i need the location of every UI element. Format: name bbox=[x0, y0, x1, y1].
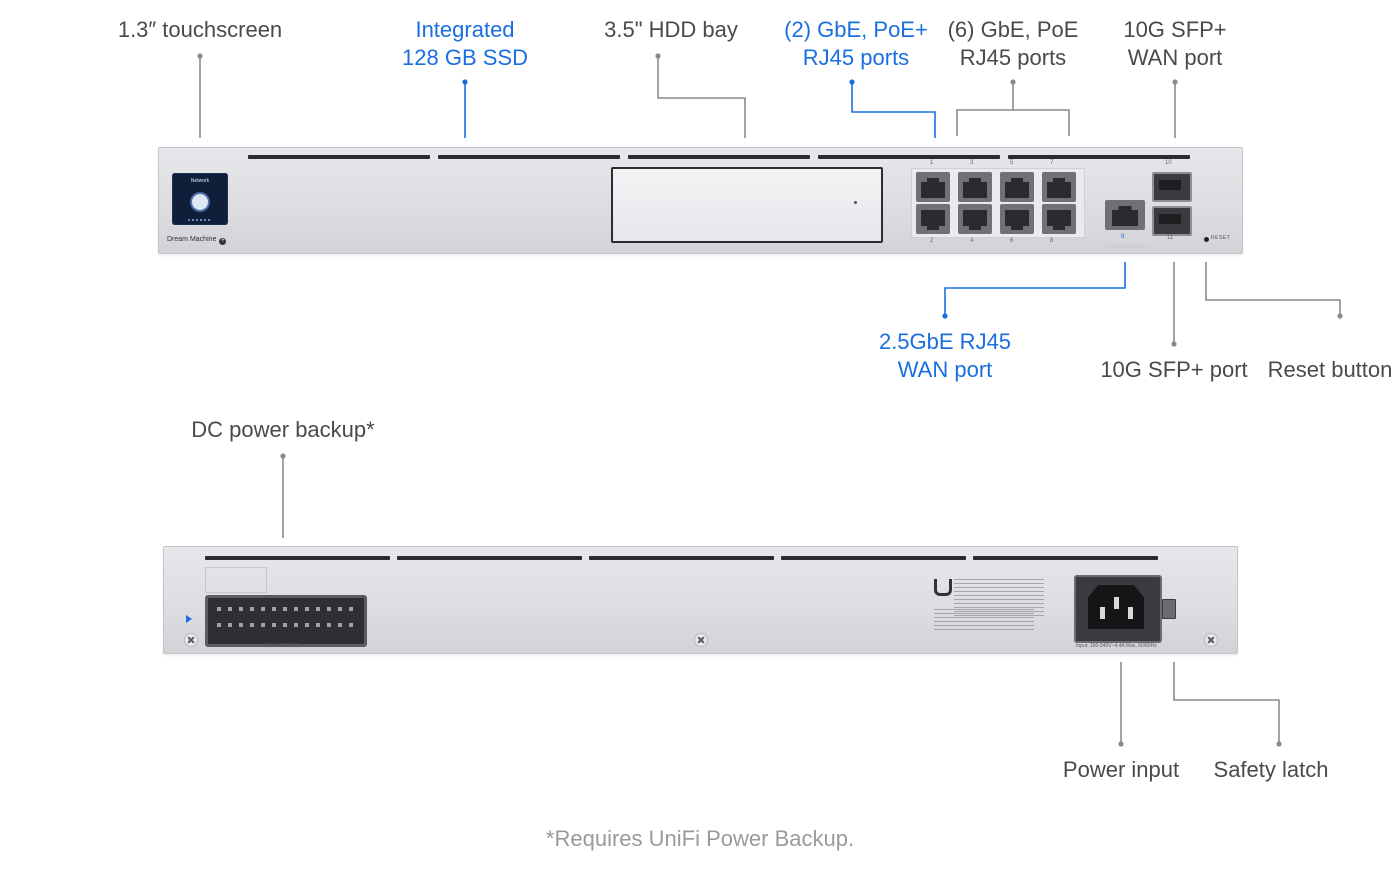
label-ssd: Integrated 128 GB SSD bbox=[402, 17, 528, 70]
ubiquiti-logo-icon: + bbox=[219, 238, 227, 245]
rj45-port-8[interactable] bbox=[1042, 204, 1076, 234]
sfp-port-number: 10 bbox=[1165, 160, 1172, 166]
rear-panel: USP CONNECT Input: 100-240V~4.4A Max, 50… bbox=[163, 546, 1238, 654]
reset-button[interactable] bbox=[1204, 237, 1209, 242]
reset-text: RESET bbox=[1211, 235, 1231, 241]
port-number: 8 bbox=[1050, 238, 1054, 244]
screen-page-indicator bbox=[188, 219, 212, 221]
safety-latch[interactable] bbox=[1162, 599, 1176, 619]
rj45-port-6[interactable] bbox=[1000, 204, 1034, 234]
port-number: 4 bbox=[970, 238, 974, 244]
port-number: 2 bbox=[930, 238, 934, 244]
leader-hdd-bay bbox=[657, 56, 746, 138]
power-rating-text: Input: 100-240V~4.4A Max, 50/60Hz bbox=[1076, 643, 1157, 649]
rj45-port-3[interactable] bbox=[958, 172, 992, 202]
screw-icon bbox=[694, 633, 708, 647]
hdd-led-icon bbox=[854, 201, 857, 204]
port-number: 3 bbox=[970, 160, 974, 166]
touchscreen[interactable]: Network bbox=[172, 173, 228, 225]
port-number: 5 bbox=[1010, 160, 1014, 166]
leader-poe-plus bbox=[851, 82, 936, 138]
ubiquiti-logo-icon bbox=[934, 579, 952, 596]
vent-slot bbox=[628, 155, 810, 159]
dc-connector-pins bbox=[217, 607, 353, 633]
leader-safety-latch bbox=[1173, 662, 1280, 744]
screw-icon bbox=[1204, 633, 1218, 647]
dc-power-connector[interactable] bbox=[205, 595, 367, 647]
screw-icon bbox=[184, 633, 198, 647]
vent-slot bbox=[781, 556, 966, 560]
sfp-port-number: 11 bbox=[1167, 235, 1174, 241]
sfp-wan-port[interactable] bbox=[1152, 172, 1192, 202]
power-input-socket[interactable] bbox=[1074, 575, 1162, 643]
label-poe-plus-ports: (2) GbE, PoE+ RJ45 ports bbox=[784, 17, 928, 70]
vent-slot bbox=[438, 155, 620, 159]
footnote: *Requires UniFi Power Backup. bbox=[545, 826, 855, 851]
label-poe-ports: (6) GbE, PoE RJ45 ports bbox=[947, 17, 1079, 70]
port-number: 1 bbox=[930, 160, 934, 166]
rj45-port-5[interactable] bbox=[1000, 172, 1034, 202]
port-number: 6 bbox=[1010, 238, 1014, 244]
dc-cover-outline bbox=[205, 567, 267, 593]
label-touchscreen: 1.3″ touchscreen bbox=[117, 17, 283, 42]
label-power-input: Power input bbox=[1062, 757, 1180, 782]
sfp-port[interactable] bbox=[1152, 206, 1192, 236]
vent-slot bbox=[973, 556, 1158, 560]
wan-rj45-port[interactable] bbox=[1105, 200, 1145, 230]
leader-reset bbox=[1205, 262, 1341, 316]
vent-slot bbox=[397, 556, 582, 560]
brand-text: Dream Machine+ bbox=[167, 236, 227, 245]
vent-slot bbox=[205, 556, 390, 560]
rj45-port-7[interactable] bbox=[1042, 172, 1076, 202]
iec-socket-icon bbox=[1088, 585, 1144, 629]
rj45-port-1[interactable] bbox=[916, 172, 950, 202]
label-dc-power: DC power backup* bbox=[191, 417, 375, 442]
label-reset-button: Reset button bbox=[1267, 357, 1393, 382]
regulatory-label bbox=[934, 579, 1044, 634]
label-hdd-bay: 3.5" HDD bay bbox=[604, 17, 738, 42]
rj45-port-4[interactable] bbox=[958, 204, 992, 234]
hdd-bay[interactable] bbox=[611, 167, 883, 243]
label-safety-latch: Safety latch bbox=[1213, 757, 1329, 782]
vent-slot bbox=[818, 155, 1000, 159]
rj45-port-block: 1 3 5 7 2 4 6 8 bbox=[911, 160, 1085, 244]
label-sfp-wan: 10G SFP+ WAN port bbox=[1123, 17, 1227, 70]
screen-circle-icon bbox=[192, 194, 208, 210]
port-number: 7 bbox=[1050, 160, 1054, 166]
front-panel: Network Dream Machine+ 1 3 5 7 2 4 6 8 9… bbox=[158, 147, 1243, 254]
label-wan-rj45: 2.5GbE RJ45 WAN port bbox=[878, 329, 1012, 382]
label-sfp-port: 10G SFP+ port bbox=[1100, 357, 1248, 382]
leader-poe-ports bbox=[956, 82, 1070, 136]
vent-slot bbox=[589, 556, 774, 560]
wan-port-number: 9 bbox=[1121, 234, 1125, 240]
usp-connect-text: USP CONNECT bbox=[264, 643, 301, 649]
vent-slot bbox=[248, 155, 430, 159]
rj45-port-2[interactable] bbox=[916, 204, 950, 234]
wan-port-strip bbox=[1105, 244, 1145, 248]
leader-wan-rj45 bbox=[944, 262, 1126, 316]
status-led-icon bbox=[186, 615, 192, 623]
vent-slot bbox=[1008, 155, 1190, 159]
screen-title: Network bbox=[190, 178, 210, 184]
